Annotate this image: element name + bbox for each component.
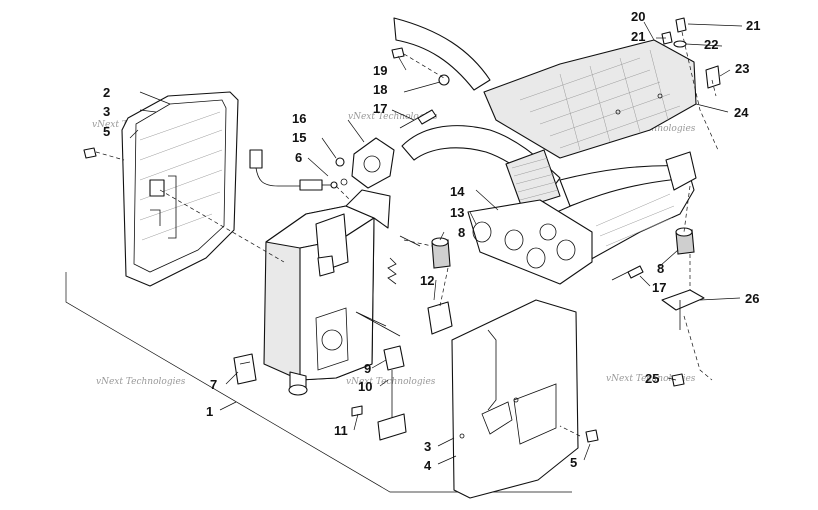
callout-8-right: 8 bbox=[657, 261, 664, 276]
callout-24: 24 bbox=[734, 105, 749, 120]
dashed-guides bbox=[95, 31, 719, 437]
hardware-25 bbox=[671, 373, 685, 387]
callout-26: 26 bbox=[745, 291, 759, 306]
rubber-mounts bbox=[431, 227, 695, 269]
callout-9: 9 bbox=[364, 361, 371, 376]
watermark-4: vNext Technologies bbox=[96, 377, 186, 387]
callout-16: 16 bbox=[292, 111, 306, 126]
callout-15: 15 bbox=[292, 130, 306, 145]
heat-shield-upper bbox=[121, 91, 239, 287]
callout-21-lower: 21 bbox=[631, 29, 645, 44]
callout-3-upper: 3 bbox=[103, 104, 110, 119]
callout-25: 25 bbox=[645, 371, 659, 386]
callout-5-lower: 5 bbox=[570, 455, 577, 470]
hardware-top-right bbox=[661, 17, 721, 89]
callout-14: 14 bbox=[450, 184, 465, 199]
mount-bracket-26 bbox=[661, 289, 713, 381]
stud-bolts bbox=[399, 109, 644, 281]
callout-11: 11 bbox=[334, 423, 348, 438]
manifold-gasket bbox=[467, 199, 593, 285]
leader-lines bbox=[129, 21, 743, 465]
callout-17-upper: 17 bbox=[373, 101, 387, 116]
callout-17-lower: 17 bbox=[652, 280, 666, 295]
callout-5-upper: 5 bbox=[103, 124, 110, 139]
callout-22: 22 bbox=[704, 37, 718, 52]
callout-4: 4 bbox=[424, 458, 432, 473]
callout-18: 18 bbox=[373, 82, 387, 97]
callout-labels: 1 2 3 3 4 5 5 6 7 8 8 9 10 11 12 13 14 1… bbox=[103, 9, 760, 473]
bolts-5 bbox=[83, 147, 599, 443]
top-bolts bbox=[391, 47, 450, 86]
callout-13: 13 bbox=[450, 205, 464, 220]
callout-8-left: 8 bbox=[458, 225, 465, 240]
callout-1: 1 bbox=[206, 404, 213, 419]
pipe-heat-shield bbox=[483, 39, 697, 159]
callout-6: 6 bbox=[295, 150, 302, 165]
lower-mount-bracket bbox=[351, 311, 407, 441]
oxygen-sensor bbox=[249, 149, 338, 191]
heat-shield-lower bbox=[451, 299, 579, 499]
muffler bbox=[263, 189, 391, 396]
callout-23: 23 bbox=[735, 61, 749, 76]
callout-12: 12 bbox=[420, 273, 434, 288]
callout-3-lower: 3 bbox=[424, 439, 431, 454]
exhaust-pipe bbox=[393, 17, 691, 209]
callout-10: 10 bbox=[358, 379, 372, 394]
callout-19: 19 bbox=[373, 63, 387, 78]
spring-bracket bbox=[387, 235, 453, 335]
clamp-7 bbox=[233, 353, 257, 385]
flange-gasket bbox=[335, 137, 395, 189]
callout-21-upper: 21 bbox=[746, 18, 760, 33]
callout-7: 7 bbox=[210, 377, 217, 392]
watermark-6: vNext Technologies bbox=[606, 374, 696, 384]
callout-20: 20 bbox=[631, 9, 645, 24]
callout-2: 2 bbox=[103, 85, 110, 100]
watermark-5: vNext Technologies bbox=[346, 377, 436, 387]
watermark-2: vNext Technologies bbox=[348, 112, 438, 122]
